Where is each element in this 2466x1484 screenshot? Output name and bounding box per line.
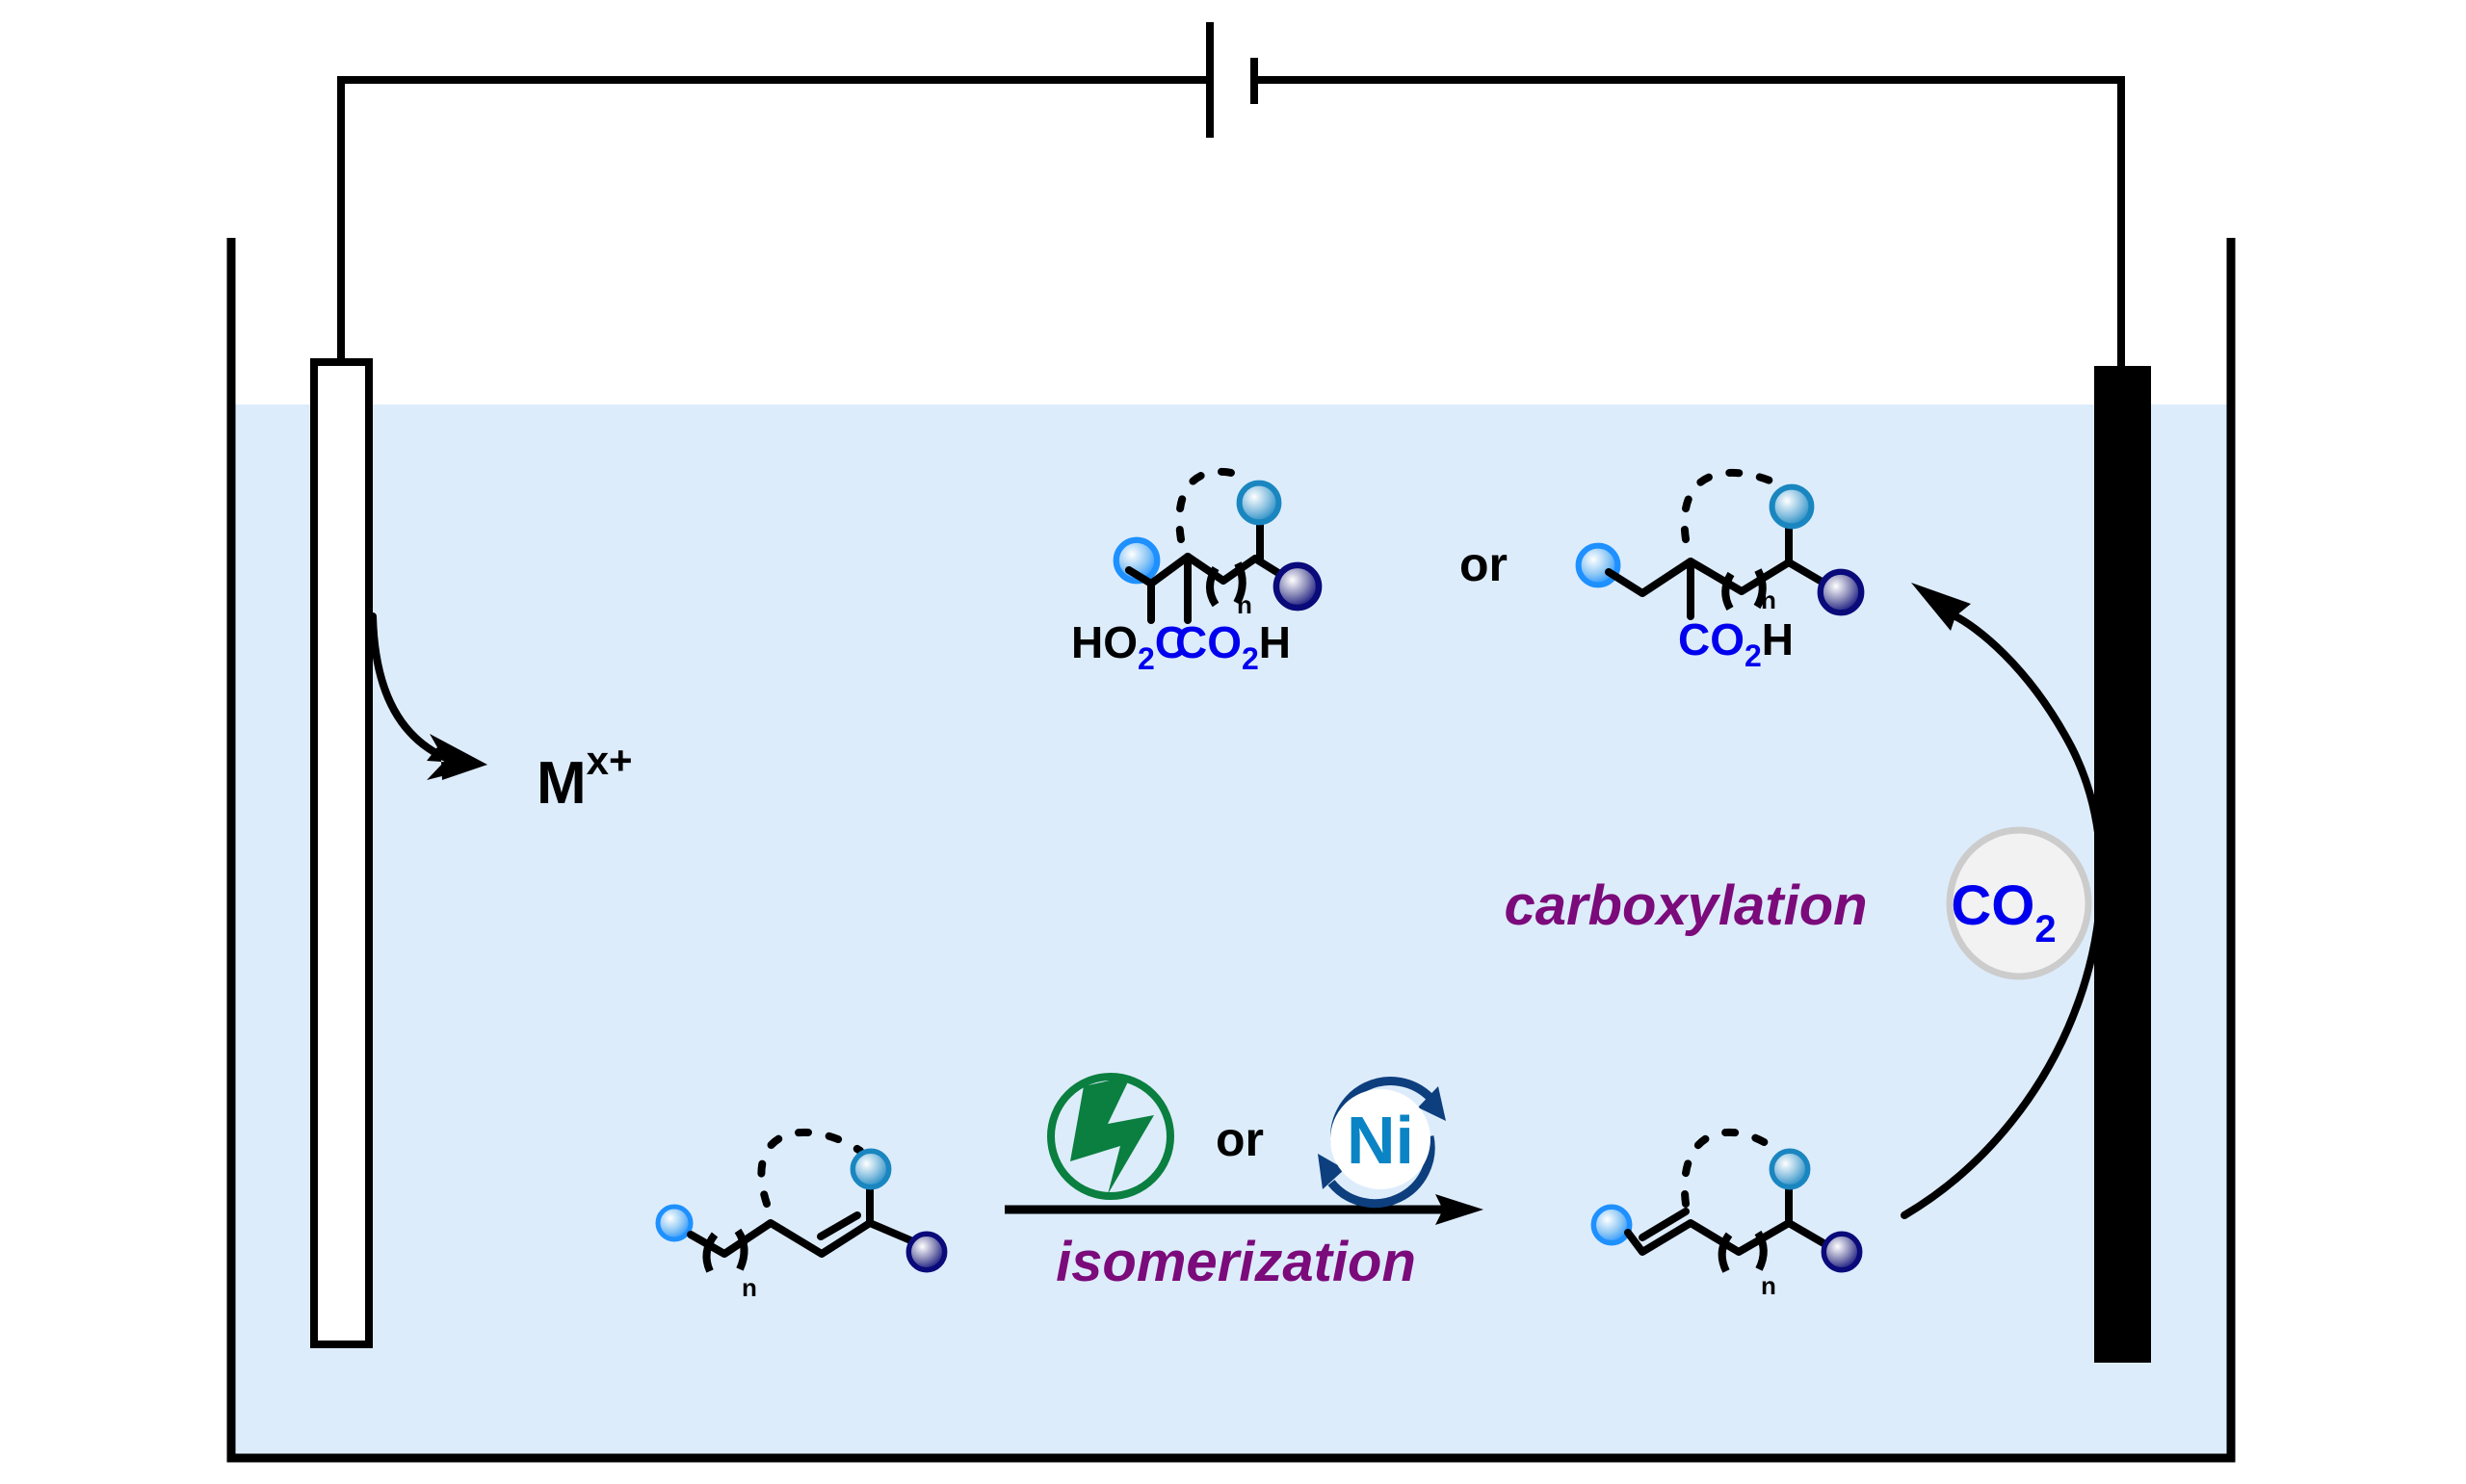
substituent-sphere-light	[1593, 1207, 1629, 1242]
isomerization-arrow	[1005, 1194, 1483, 1225]
beaker	[226, 238, 2236, 1463]
isomerization-connector: or	[1216, 1112, 1264, 1166]
substituent-sphere-teal	[853, 1151, 888, 1186]
substituent-sphere-teal	[1240, 483, 1279, 523]
starting-material-molecule: n	[658, 1128, 945, 1302]
svg-text:CO2: CO2	[1951, 874, 2056, 950]
battery-icon	[1206, 22, 1258, 138]
circuit-wire-right	[1254, 76, 2125, 366]
substituent-sphere-dark	[1823, 1234, 1859, 1269]
anode-electrode	[310, 358, 373, 1348]
products-connector: or	[1459, 537, 1508, 591]
substituent-sphere-light	[1579, 546, 1618, 586]
co2-reagent-bubble: CO2	[1946, 826, 2092, 980]
substituent-sphere-teal	[1772, 487, 1812, 527]
repeat-subscript: n	[1761, 586, 1776, 614]
metal-ion-arrow	[369, 612, 487, 780]
monocarboxylic-acid-product: n CO2H	[1579, 468, 1862, 673]
ni-label: Ni	[1347, 1103, 1414, 1178]
carboxylation-arrow	[1901, 583, 2106, 1219]
carboxylation-label: carboxylation	[1504, 874, 1867, 937]
carboxyl-group: CO2H	[1678, 614, 1794, 673]
substituent-sphere-dark	[908, 1234, 944, 1269]
substituent-sphere-dark	[1276, 565, 1319, 608]
circuit-wire-left	[337, 76, 1209, 358]
ni-cycle-icon: Ni	[1318, 1077, 1446, 1209]
repeat-subscript: n	[742, 1273, 757, 1302]
repeat-subscript: n	[1237, 590, 1252, 619]
substituent-sphere-teal	[1771, 1151, 1807, 1186]
carboxyl-group-left: HO2C	[1071, 617, 1187, 676]
dicarboxylic-acid-product: n HO2C CO2H	[1071, 467, 1319, 676]
substituent-sphere-dark	[1821, 572, 1862, 613]
carboxyl-group-right: CO2H	[1175, 617, 1291, 676]
isomerization-label: isomerization	[1056, 1231, 1416, 1293]
substituent-sphere-light	[658, 1207, 691, 1239]
metal-ion-label: Mx+	[537, 738, 633, 817]
electrolyte-solution	[231, 404, 2231, 1458]
lightning-bolt-icon	[1047, 1073, 1174, 1200]
terminal-alkene-molecule: n	[1593, 1128, 1859, 1300]
repeat-subscript: n	[1761, 1271, 1776, 1300]
